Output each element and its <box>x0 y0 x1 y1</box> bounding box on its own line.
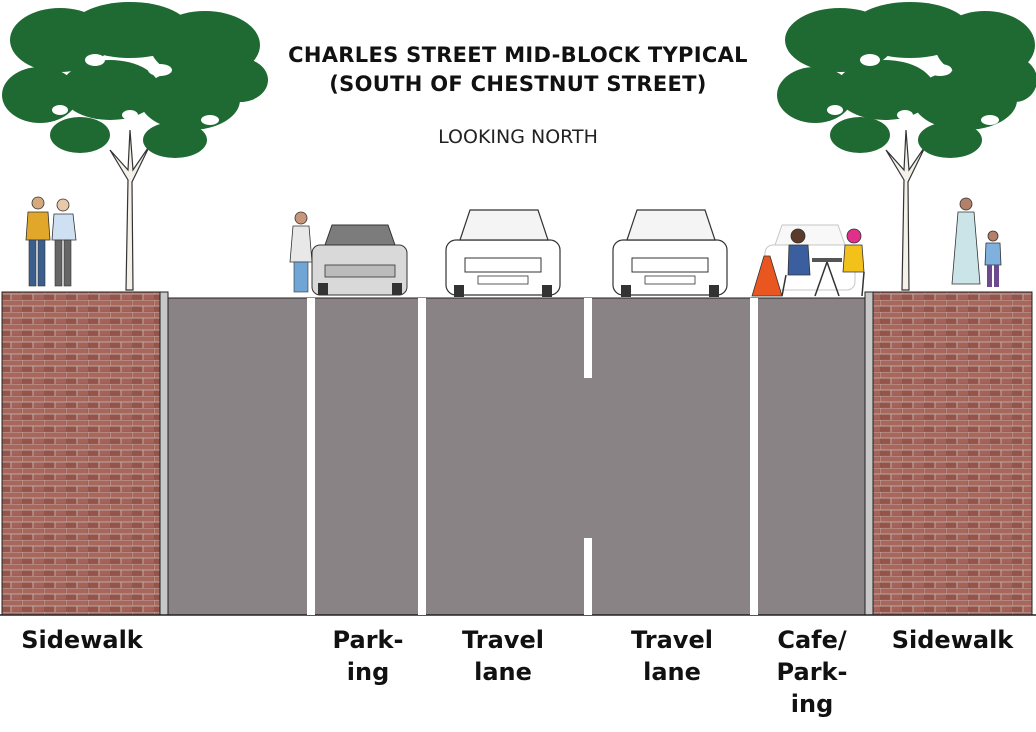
center-dash-bottom <box>584 538 592 615</box>
label-line: Park- <box>332 626 404 654</box>
label-line: Park- <box>776 658 848 686</box>
pedestrian-icon <box>25 196 51 287</box>
center-dash-top <box>584 298 592 378</box>
label-line: Travel <box>462 626 544 654</box>
car-icon <box>445 209 561 297</box>
roadway <box>167 297 866 616</box>
label-line: ing <box>790 690 834 718</box>
sidewalk-left <box>1 291 161 616</box>
label-line: Sidewalk <box>891 626 1014 654</box>
cafe-table-icon <box>781 228 865 297</box>
pedestrian-icon <box>951 197 981 285</box>
diagram-subtitle: LOOKING NORTH <box>438 126 598 148</box>
lane-line-cafe <box>750 298 758 615</box>
label-line: Travel <box>631 626 713 654</box>
curb-left <box>159 291 169 616</box>
sidewalk-right <box>872 291 1033 616</box>
car-icon <box>764 224 856 291</box>
label-cafe-parking: Cafe/ Park- ing <box>762 624 862 720</box>
diagram-title-line2: (SOUTH OF CHESTNUT STREET) <box>329 72 707 96</box>
label-line: lane <box>643 658 701 686</box>
lane-line-parking <box>307 298 315 615</box>
label-line: Sidewalk <box>21 626 143 654</box>
label-travel-lane-left: Travel lane <box>443 624 563 688</box>
pedestrian-icon <box>289 211 313 293</box>
label-sidewalk-right: Sidewalk <box>873 624 1032 656</box>
curb-right <box>864 291 874 616</box>
car-icon <box>612 209 728 297</box>
label-sidewalk-left: Sidewalk <box>2 624 162 656</box>
tree-icon <box>777 2 1036 291</box>
diagram-title-line1: CHARLES STREET MID-BLOCK TYPICAL <box>288 43 748 67</box>
car-icon <box>311 224 408 296</box>
pedestrian-icon <box>51 198 77 287</box>
tree-icon <box>2 2 268 291</box>
label-parking: Park- ing <box>318 624 418 688</box>
pedestrian-icon <box>984 230 1002 287</box>
label-travel-lane-right: Travel lane <box>612 624 732 688</box>
lane-line-travel-left <box>418 298 426 615</box>
label-line: lane <box>474 658 532 686</box>
label-line: ing <box>346 658 390 686</box>
label-line: Cafe/ <box>777 626 847 654</box>
